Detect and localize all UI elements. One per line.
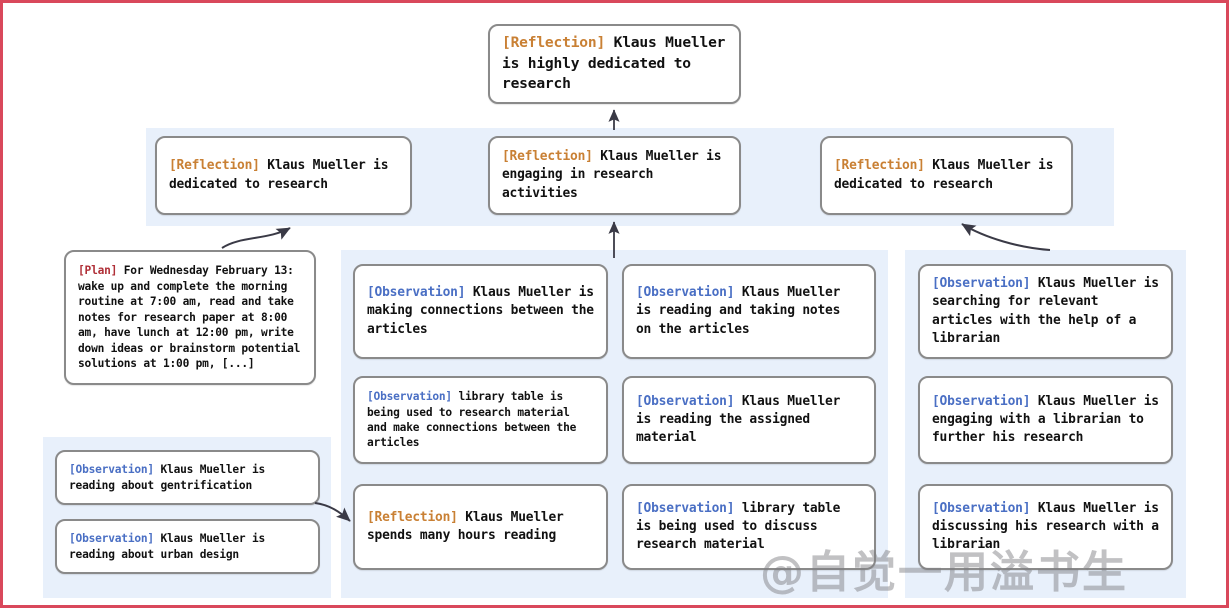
tag-reflection: [Reflection]	[169, 158, 260, 174]
node-left-observation-1[interactable]: [Observation] Klaus Mueller is reading a…	[55, 450, 320, 505]
node-body: Klaus Mueller is making connections betw…	[367, 285, 594, 337]
node-body: For Wednesday February 13: wake up and c…	[78, 264, 301, 371]
node-reflection-3[interactable]: [Reflection] Klaus Mueller is dedicated …	[820, 136, 1073, 215]
node-text: [Reflection] Klaus Mueller is highly ded…	[490, 33, 739, 95]
node-text: [Observation] Klaus Mueller is reading a…	[57, 531, 318, 562]
tag-observation: [Observation]	[932, 500, 1031, 516]
node-text: [Observation] library table is being use…	[355, 389, 606, 451]
node-body: Klaus Mueller is dedicated to research	[834, 158, 1054, 192]
tag-observation: [Observation]	[636, 393, 735, 409]
tag-observation: [Observation]	[69, 532, 154, 546]
node-reflection-1[interactable]: [Reflection] Klaus Mueller is dedicated …	[155, 136, 412, 215]
tag-observation: [Observation]	[367, 390, 452, 404]
tag-observation: [Observation]	[932, 275, 1031, 291]
node-text: [Reflection] Klaus Mueller is engaging i…	[490, 148, 739, 203]
tag-observation: [Observation]	[69, 463, 154, 477]
node-body: Klaus Mueller is reading about gentrific…	[69, 463, 266, 492]
node-body: Klaus Mueller is discussing his research…	[932, 500, 1159, 553]
node-reflection-2[interactable]: [Reflection] Klaus Mueller is engaging i…	[488, 136, 741, 215]
node-text: [Observation] Klaus Mueller is reading a…	[624, 284, 874, 339]
node-text: [Observation] Klaus Mueller is reading t…	[624, 393, 874, 448]
node-col-right-2[interactable]: [Observation] Klaus Mueller is engaging …	[918, 376, 1173, 464]
node-col-left-2[interactable]: [Observation] library table is being use…	[353, 376, 608, 464]
node-plan[interactable]: [Plan] For Wednesday February 13: wake u…	[64, 250, 316, 385]
node-body: Klaus Mueller is reading and taking note…	[636, 285, 841, 337]
tag-observation: [Observation]	[367, 285, 466, 301]
node-text: [Observation] Klaus Mueller is making co…	[355, 284, 606, 339]
tag-observation: [Observation]	[636, 285, 735, 301]
tag-plan: [Plan]	[78, 264, 118, 278]
node-text: [Reflection] Klaus Mueller is dedicated …	[157, 157, 410, 194]
tag-reflection: [Reflection]	[502, 149, 593, 165]
node-col-left-3[interactable]: [Reflection] Klaus Mueller spends many h…	[353, 484, 608, 570]
node-body: Klaus Mueller spends many hours reading	[367, 509, 564, 543]
tag-reflection: [Reflection]	[367, 509, 458, 525]
tag-reflection: [Reflection]	[834, 158, 925, 174]
node-body: library table is being used to discuss r…	[636, 500, 841, 553]
node-text: [Plan] For Wednesday February 13: wake u…	[66, 263, 314, 371]
node-col-middle-3[interactable]: [Observation] library table is being use…	[622, 484, 876, 570]
node-body: library table is being used to research …	[367, 390, 577, 450]
node-col-middle-1[interactable]: [Observation] Klaus Mueller is reading a…	[622, 264, 876, 359]
node-body: Klaus Mueller is dedicated to research	[169, 158, 389, 192]
node-text: [Observation] Klaus Mueller is engaging …	[920, 393, 1171, 448]
node-col-right-1[interactable]: [Observation] Klaus Mueller is searching…	[918, 264, 1173, 359]
node-left-observation-2[interactable]: [Observation] Klaus Mueller is reading a…	[55, 519, 320, 574]
node-text: [Observation] Klaus Mueller is reading a…	[57, 462, 318, 493]
arrow-evidence-to-reflection3	[961, 223, 1051, 251]
node-col-right-3[interactable]: [Observation] Klaus Mueller is discussin…	[918, 484, 1173, 570]
node-text: [Reflection] Klaus Mueller is dedicated …	[822, 157, 1071, 194]
node-text: [Observation] library table is being use…	[624, 500, 874, 555]
node-body: Klaus Mueller is reading the assigned ma…	[636, 393, 841, 446]
node-col-middle-2[interactable]: [Observation] Klaus Mueller is reading t…	[622, 376, 876, 464]
arrow-plan-to-reflection1	[221, 227, 291, 249]
node-body: Klaus Mueller is engaging with a librari…	[932, 393, 1159, 446]
node-body: Klaus Mueller is highly dedicated to res…	[502, 33, 726, 93]
node-text: [Reflection] Klaus Mueller spends many h…	[355, 509, 606, 546]
node-body: Klaus Mueller is reading about urban des…	[69, 532, 266, 561]
tag-observation: [Observation]	[932, 393, 1031, 409]
node-col-left-1[interactable]: [Observation] Klaus Mueller is making co…	[353, 264, 608, 359]
tag-observation: [Observation]	[636, 500, 735, 516]
node-body: Klaus Mueller is searching for relevant …	[932, 275, 1159, 346]
node-body: Klaus Mueller is engaging in research ac…	[502, 149, 722, 201]
node-text: [Observation] Klaus Mueller is searching…	[920, 275, 1171, 348]
node-text: [Observation] Klaus Mueller is discussin…	[920, 500, 1171, 555]
node-root-reflection[interactable]: [Reflection] Klaus Mueller is highly ded…	[488, 24, 741, 104]
tag-reflection: [Reflection]	[502, 33, 606, 51]
